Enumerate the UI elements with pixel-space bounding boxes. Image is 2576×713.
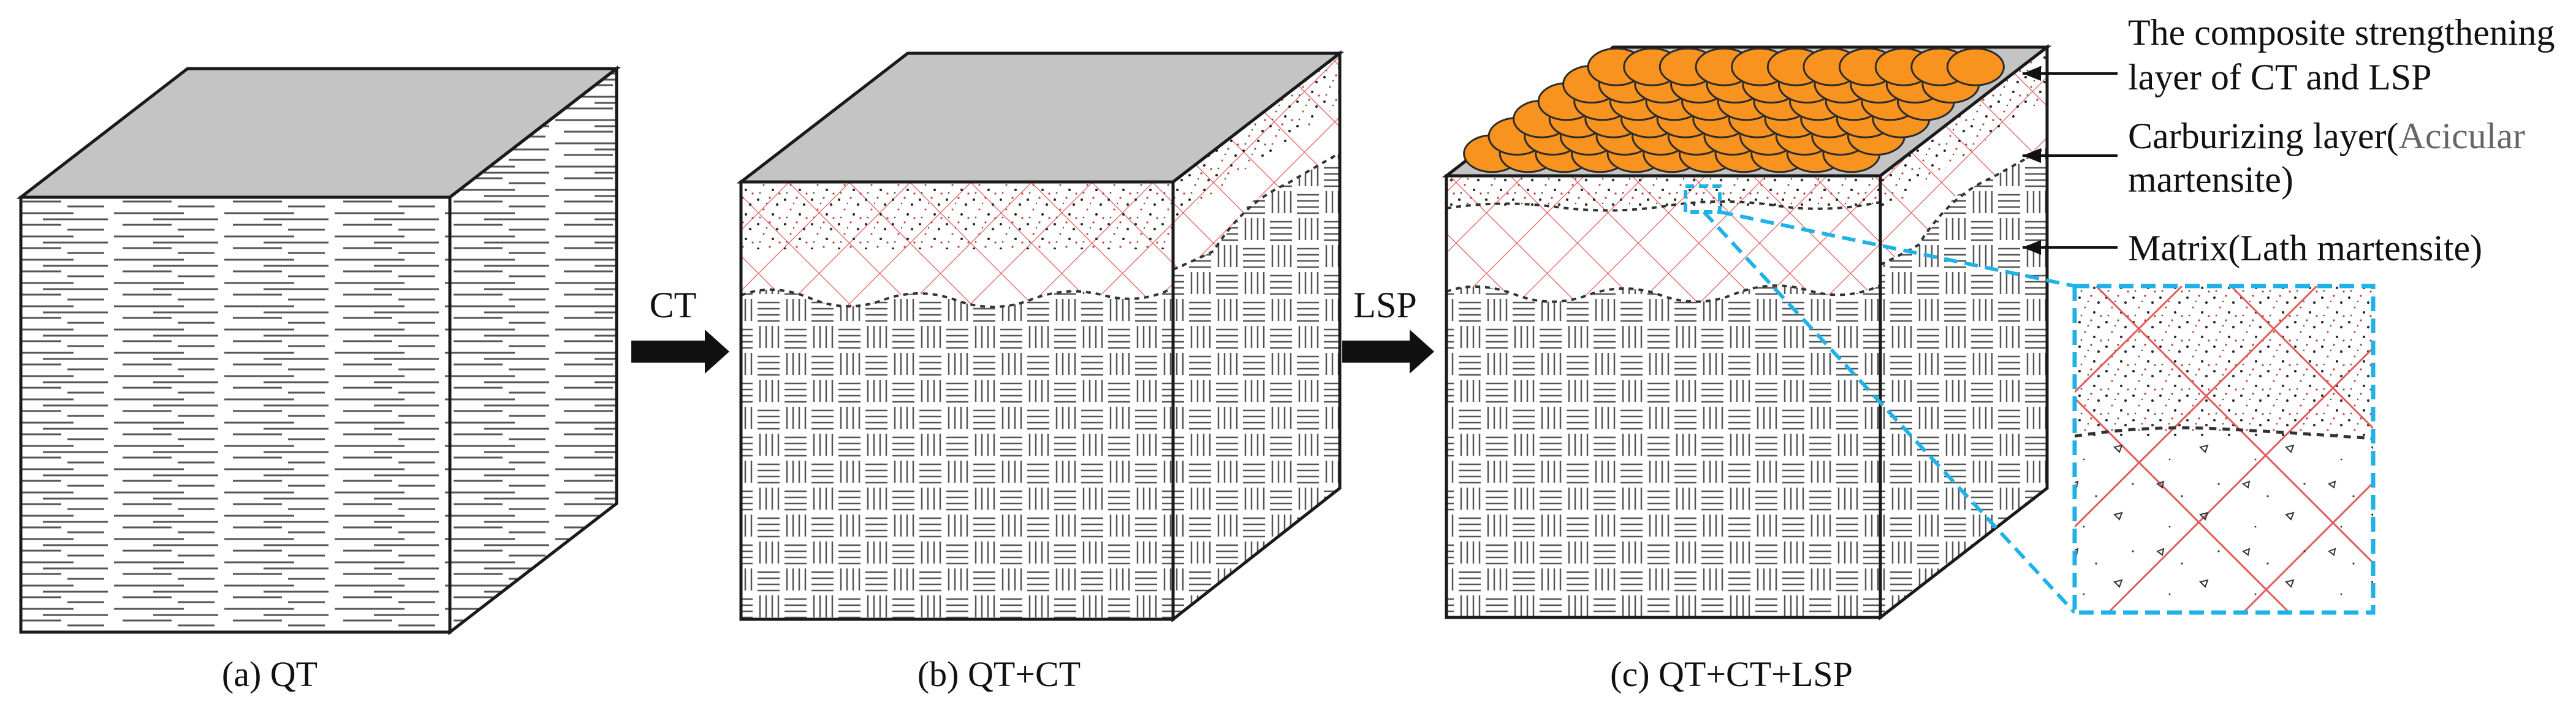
cube-qt-ct-lsp-layer-boundary — [1446, 284, 1880, 303]
callout-composite-arrowhead — [2023, 66, 2041, 81]
callout-carburizing-layer: Carburizing layer(Acicular martensite) — [2023, 116, 2525, 200]
callout-matrix-arrowhead — [2023, 240, 2041, 255]
cube-qt-ct — [736, 50, 1345, 623]
inset-border — [2072, 284, 2376, 615]
callout-composite-text-line1: The composite strengthening — [2128, 12, 2555, 53]
caption-a: (a) QT — [222, 654, 317, 694]
arrow-lsp-shape — [1342, 330, 1434, 374]
inset-layer-boundary — [2075, 426, 2373, 440]
cube-qt — [16, 65, 621, 636]
inset-connector-bottom — [1702, 210, 2076, 614]
cube-qt-side-face — [448, 65, 618, 636]
callout-carburizing-text-main: Carburizing layer( — [2128, 116, 2398, 156]
laser-shock-spot — [1946, 47, 2005, 86]
callout-carburizing-text-accent: Acicular — [2398, 116, 2525, 156]
inset-source-box — [1684, 184, 1722, 214]
callout-matrix-text: Matrix(Lath martensite) — [2128, 228, 2482, 268]
inset-carburized-region — [2075, 286, 2373, 436]
callout-carburizing-arrowhead — [2023, 148, 2041, 163]
inset-connector-top — [1719, 210, 2075, 288]
arrow-ct-label: CT — [650, 285, 697, 325]
callout-carburizing-text-line2: martensite) — [2128, 159, 2293, 200]
callout-composite-layer: The composite strengthening layer of CT … — [2023, 12, 2555, 97]
inset-matrix-region — [2075, 436, 2373, 613]
cube-qt-ct-lsp — [1442, 43, 2052, 621]
caption-b: (b) QT+CT — [918, 654, 1081, 694]
callout-composite-text-line2: layer of CT and LSP — [2128, 57, 2432, 97]
arrow-lsp: LSP — [1342, 285, 1434, 374]
callout-carburizing-text-line1: Carburizing layer(Acicular — [2128, 116, 2525, 156]
laser-shock-spots — [1463, 47, 2005, 173]
cube-qt-front-face — [19, 195, 452, 634]
arrow-ct-shape — [631, 330, 729, 374]
cube-qt-ct-lsp-composite-boundary — [1446, 200, 1880, 212]
caption-c: (c) QT+CT+LSP — [1610, 654, 1853, 694]
arrow-ct: CT — [631, 285, 729, 374]
inset-magnified-view — [2072, 284, 2376, 615]
callout-matrix: Matrix(Lath martensite) — [2023, 228, 2482, 268]
cube-qt-ct-layer-boundary — [741, 287, 1173, 308]
arrow-lsp-label: LSP — [1353, 285, 1416, 325]
